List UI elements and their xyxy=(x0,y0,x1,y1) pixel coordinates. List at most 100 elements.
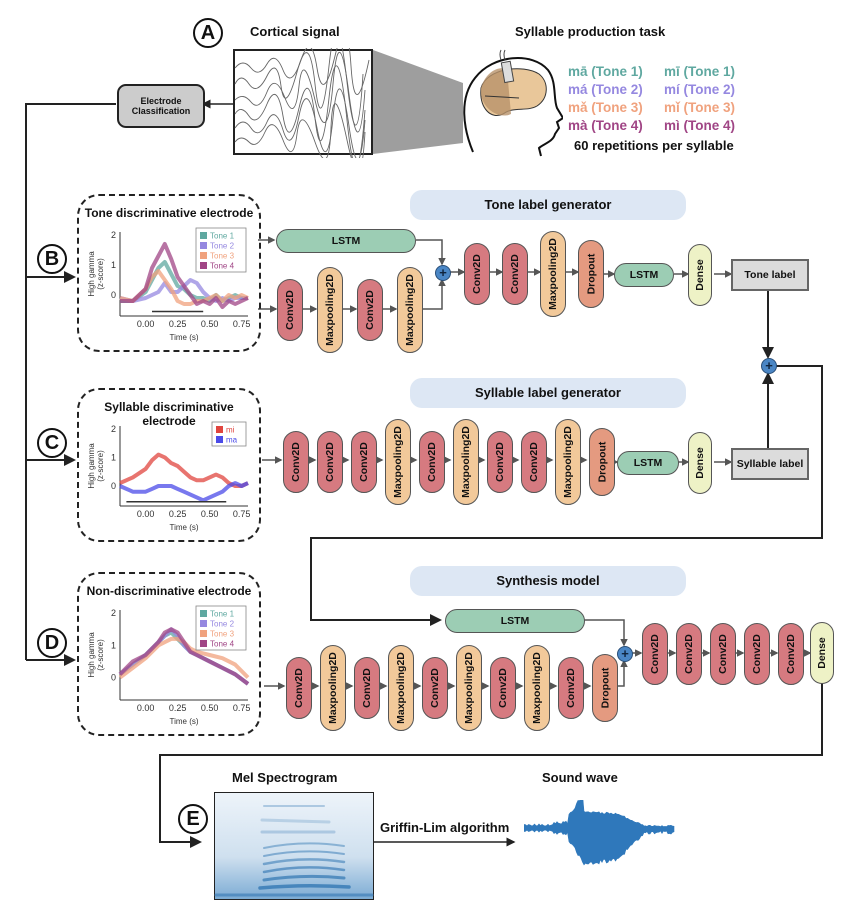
tone-dropout-4: Dropout xyxy=(578,240,604,308)
synthesis-conv2d-1: Conv2D xyxy=(286,657,312,719)
x-tick-label: 0.50 xyxy=(201,319,219,329)
syllable-list-mi: mī (Tone 1) mí (Tone 2) mǐ (Tone 3) mì (… xyxy=(664,63,744,135)
panel-label-a: A xyxy=(193,18,223,48)
y-axis-label: High gamma xyxy=(87,632,96,678)
tone-merge-plus-icon: + xyxy=(435,265,451,281)
synthesis-conv2d-3: Conv2D xyxy=(354,657,380,719)
x-tick-label: 0.00 xyxy=(137,319,155,329)
tone-conv2d-1: Conv2D xyxy=(464,243,490,305)
x-axis-label: Time (s) xyxy=(169,523,198,532)
tone-branch-maxpooling2d-4: Maxpooling2D xyxy=(397,267,423,353)
griffin-lim-label: Griffin-Lim algorithm xyxy=(380,820,509,835)
synthesis-maxpooling2d-8: Maxpooling2D xyxy=(524,645,550,731)
electrode-classification-box: Electrode Classification xyxy=(117,84,205,128)
y-tick-label: 1 xyxy=(111,452,116,462)
x-tick-label: 0.25 xyxy=(169,703,187,713)
legend-swatch xyxy=(200,262,207,269)
non-discriminative-title: Non-discriminative electrode xyxy=(79,584,259,598)
legend-swatch xyxy=(200,242,207,249)
syllable-ma-tone2: má (Tone 2) xyxy=(568,81,648,99)
tone-electrode-chart: 0120.000.250.500.75Time (s)High gamma(z-… xyxy=(80,222,256,346)
legend-label: Tone 4 xyxy=(210,262,235,271)
syllable-list-ma: mā (Tone 1) má (Tone 2) mǎ (Tone 3) mà (… xyxy=(568,63,648,135)
synthesis-post-conv2d-5: Conv2D xyxy=(778,623,804,685)
sound-wave-image xyxy=(524,800,684,880)
legend-swatch xyxy=(216,436,223,443)
synthesis-maxpooling2d-6: Maxpooling2D xyxy=(456,645,482,731)
legend-swatch xyxy=(216,426,223,433)
syllable-dense: Dense xyxy=(688,432,712,494)
x-axis-label: Time (s) xyxy=(169,717,198,726)
x-tick-label: 0.00 xyxy=(137,703,155,713)
syllable-conv2d-2: Conv2D xyxy=(317,431,343,493)
electrode-classification-line1: Electrode xyxy=(119,96,203,106)
x-tick-label: 0.25 xyxy=(169,319,187,329)
electrode-classification-line2: Classification xyxy=(119,106,203,116)
syllable-maxpooling2d-4: Maxpooling2D xyxy=(385,419,411,505)
y-tick-label: 2 xyxy=(111,608,116,618)
series-line-mi xyxy=(120,455,248,486)
tone-electrode-title: Tone discriminative electrode xyxy=(79,206,259,220)
x-tick-label: 0.50 xyxy=(201,509,219,519)
synthesis-dropout-10: Dropout xyxy=(592,654,618,722)
cortical-signal-title: Cortical signal xyxy=(250,24,340,39)
y-tick-label: 2 xyxy=(111,230,116,240)
x-axis-label: Time (s) xyxy=(169,333,198,342)
series-line-ma xyxy=(120,483,248,500)
syllable-ma-tone1: mā (Tone 1) xyxy=(568,63,648,81)
y-tick-label: 1 xyxy=(111,640,116,650)
tone-label-output: Tone label xyxy=(731,259,809,291)
x-tick-label: 0.25 xyxy=(169,509,187,519)
tone-branch-conv2d-3: Conv2D xyxy=(357,279,383,341)
synthesis-post-conv2d-4: Conv2D xyxy=(744,623,770,685)
label-merge-plus-icon: + xyxy=(761,358,777,374)
tone-dense: Dense xyxy=(688,244,712,306)
syllable-maxpooling2d-6: Maxpooling2D xyxy=(453,419,479,505)
syllable-mi-tone2: mí (Tone 2) xyxy=(664,81,744,99)
legend-swatch xyxy=(200,610,207,617)
x-tick-label: 0.75 xyxy=(233,509,251,519)
syllable-conv2d-8: Conv2D xyxy=(521,431,547,493)
panel-label-b: B xyxy=(37,244,67,274)
synthesis-conv2d-5: Conv2D xyxy=(422,657,448,719)
y-axis-label: High gamma xyxy=(87,443,96,489)
syllable-conv2d-3: Conv2D xyxy=(351,431,377,493)
panel-label-e: E xyxy=(178,804,208,834)
synthesis-post-conv2d-1: Conv2D xyxy=(642,623,668,685)
x-tick-label: 0.00 xyxy=(137,509,155,519)
syllable-electrode-chart: 0120.000.250.500.75Time (s)High gamma(z-… xyxy=(80,416,256,536)
mel-spectrogram-title: Mel Spectrogram xyxy=(232,770,337,785)
syllable-dropout-10: Dropout xyxy=(589,428,615,496)
syllable-ma-tone3: mǎ (Tone 3) xyxy=(568,99,648,117)
legend-swatch xyxy=(200,252,207,259)
synthesis-dense: Dense xyxy=(810,622,834,684)
syllable-task-title: Syllable production task xyxy=(515,24,665,39)
legend-label: Tone 4 xyxy=(210,640,235,649)
legend-swatch xyxy=(200,620,207,627)
syllable-lstm: LSTM xyxy=(617,451,679,475)
synthesis-post-conv2d-3: Conv2D xyxy=(710,623,736,685)
legend-swatch xyxy=(200,232,207,239)
tone-branch-lstm: LSTM xyxy=(276,229,416,253)
legend-label: ma xyxy=(226,436,238,445)
sound-wave-title: Sound wave xyxy=(542,770,618,785)
legend-swatch xyxy=(200,630,207,637)
non-discriminative-chart: 0120.000.250.500.75Time (s)High gamma(z-… xyxy=(80,600,256,730)
syllable-generator-title: Syllable label generator xyxy=(410,378,686,408)
syllable-ma-tone4: mà (Tone 4) xyxy=(568,117,648,135)
synthesis-conv2d-9: Conv2D xyxy=(558,657,584,719)
legend-label: Tone 1 xyxy=(210,232,235,241)
repetitions-note: 60 repetitions per syllable xyxy=(574,138,734,153)
synthesis-merge-plus-icon: + xyxy=(617,646,633,662)
y-axis-label: High gamma xyxy=(87,251,96,297)
panel-label-c: C xyxy=(37,428,67,458)
syllable-conv2d-7: Conv2D xyxy=(487,431,513,493)
legend-label: Tone 2 xyxy=(210,242,235,251)
mel-spectrogram-image xyxy=(214,792,374,900)
cortical-signal-traces xyxy=(233,48,563,158)
legend-label: Tone 3 xyxy=(210,252,235,261)
syllable-mi-tone1: mī (Tone 1) xyxy=(664,63,744,81)
y-axis-label-unit: (z-score) xyxy=(96,258,105,290)
syllable-mi-tone4: mì (Tone 4) xyxy=(664,117,744,135)
syllable-conv2d-5: Conv2D xyxy=(419,431,445,493)
